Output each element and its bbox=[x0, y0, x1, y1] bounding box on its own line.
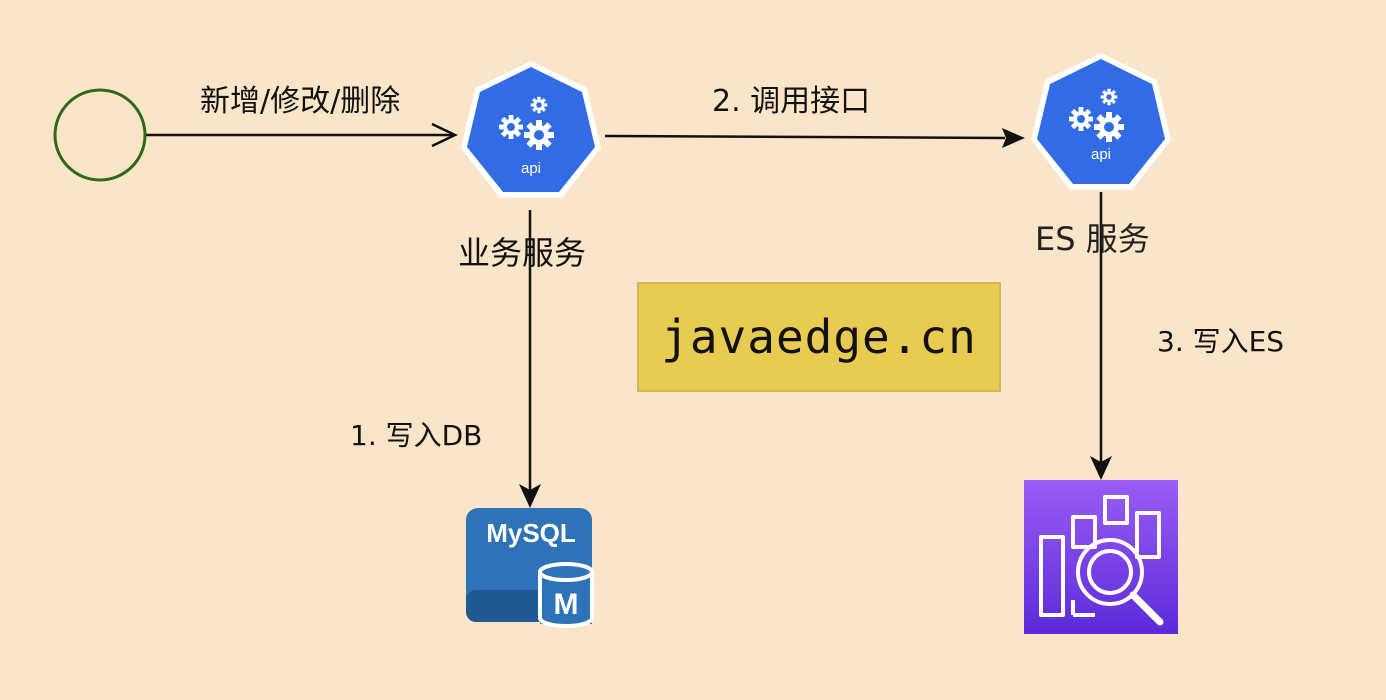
aws-opensearch-icon[interactable] bbox=[1024, 480, 1178, 634]
watermark-box: javaedge.cn bbox=[637, 282, 1001, 392]
edge-label-create-update-delete: 新增/修改/删除 bbox=[200, 84, 401, 119]
business-api-text: api bbox=[521, 160, 541, 177]
watermark-text: javaedge.cn bbox=[661, 310, 977, 364]
edge-label-write-es: 3. 写入ES bbox=[1157, 325, 1285, 358]
edge-label-write-db: 1. 写入DB bbox=[350, 419, 483, 452]
node-label-es-service: ES 服务 bbox=[1035, 220, 1150, 258]
kubernetes-api-icon[interactable]: api bbox=[1031, 53, 1171, 190]
edge-business-to-es-service bbox=[604, 128, 1025, 148]
edge-es-service-to-search bbox=[1090, 192, 1112, 480]
mysql-logo-text: MySQL bbox=[486, 518, 576, 548]
node-label-business-service: 业务服务 bbox=[458, 234, 587, 272]
es-api-text: api bbox=[1091, 146, 1111, 163]
edge-business-to-mysql bbox=[519, 210, 541, 508]
kubernetes-api-icon[interactable]: api bbox=[461, 61, 601, 198]
edge-label-call-api: 2. 调用接口 bbox=[712, 84, 871, 119]
mysql-database-icon[interactable]: MySQL M bbox=[466, 508, 594, 628]
edge-user-to-business bbox=[146, 122, 458, 148]
start-node-circle[interactable] bbox=[53, 88, 147, 182]
mysql-badge-text: M bbox=[554, 588, 579, 621]
